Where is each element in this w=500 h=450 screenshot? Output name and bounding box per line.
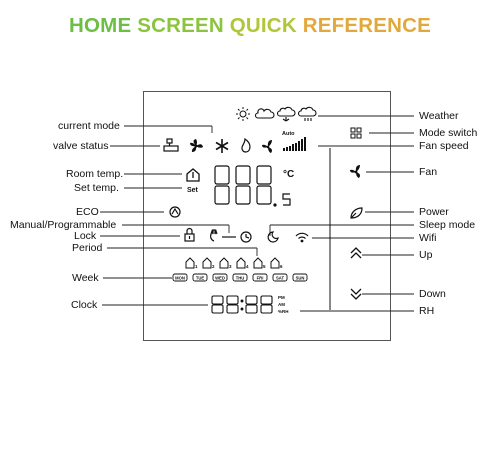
title-word-quick: QUICK (229, 14, 303, 37)
leaf-icon (350, 207, 363, 219)
period-number: 5 (263, 264, 266, 269)
fan-speed-bars (283, 137, 306, 151)
label-room-temp: Room temp. (66, 168, 124, 180)
label-lock: Lock (74, 230, 97, 242)
hand-icon (210, 229, 218, 242)
chevron-down-icon (350, 288, 362, 300)
label-valve-status: valve status (53, 140, 109, 152)
clock-icon (240, 231, 252, 243)
title-word-reference: REFERENCE (302, 14, 431, 37)
thermostat-device (143, 91, 391, 341)
period-number: 2 (212, 264, 215, 269)
title-word-screen: SCREEN (137, 14, 230, 37)
label-eco: ECO (76, 206, 99, 218)
cloud-icon (254, 108, 275, 119)
clock-digits (211, 295, 273, 314)
period-icons (185, 257, 280, 269)
chevron-up-icon (350, 247, 362, 259)
label-wifi: Wifi (419, 232, 437, 244)
lock-icon (184, 227, 195, 242)
period-number: 3 (229, 264, 232, 269)
flame-icon (241, 137, 251, 153)
label-set-temp: Set temp. (74, 182, 119, 194)
rain-icon (276, 106, 296, 122)
auto-text: Auto (282, 131, 295, 137)
label-week: Week (72, 272, 99, 284)
label-clock: Clock (71, 299, 98, 311)
eco-icon (169, 206, 181, 218)
celsius-text: °C (283, 169, 294, 180)
grid-icon (350, 127, 362, 139)
label-period: Period (72, 242, 103, 254)
set-text: Set (187, 187, 199, 194)
moon-icon (267, 231, 279, 243)
label-rh: RH (419, 305, 435, 317)
weekday-label: MON (175, 276, 185, 281)
label-up: Up (419, 249, 433, 261)
fan-button-icon (350, 165, 360, 178)
label-mode-switch: Mode switch (419, 127, 478, 139)
label-current-mode: current mode (58, 120, 120, 132)
weekday-label: FRI (257, 276, 264, 281)
label-fan-speed: Fan speed (419, 140, 469, 152)
weekday-label: SAT (276, 276, 285, 281)
snow-icon (297, 106, 317, 121)
fan-mode-icon (262, 140, 272, 153)
valve-icon (163, 138, 179, 152)
page-title: HOME SCREEN QUICK REFERENCE (0, 14, 500, 38)
snowflake-icon (215, 139, 229, 153)
am-text: AM (278, 302, 285, 307)
temperature-digits (214, 165, 291, 207)
title-word-home: HOME (69, 14, 138, 37)
label-sleep-mode: Sleep mode (419, 219, 476, 231)
house-icon (186, 168, 200, 182)
label-manual-programmable: Manual/Programmable (10, 219, 117, 231)
pm-text: PM (278, 295, 285, 300)
label-power: Power (419, 206, 449, 218)
label-down: Down (419, 288, 446, 300)
weekday-label: WED (215, 276, 225, 281)
period-number: 1 (195, 264, 198, 269)
weekday-label: TUE (196, 276, 205, 281)
label-weather: Weather (419, 110, 459, 122)
weekday-label: THU (236, 276, 245, 281)
fan-icon (190, 139, 203, 152)
wifi-icon (295, 232, 309, 243)
sun-icon (236, 107, 250, 121)
period-number: 4 (246, 264, 249, 269)
weekday-label: SUN (296, 276, 305, 281)
weekday-boxes (172, 273, 308, 282)
period-number: 6 (280, 264, 283, 269)
rh-unit-text: %RH (278, 309, 289, 314)
label-fan: Fan (419, 166, 438, 178)
